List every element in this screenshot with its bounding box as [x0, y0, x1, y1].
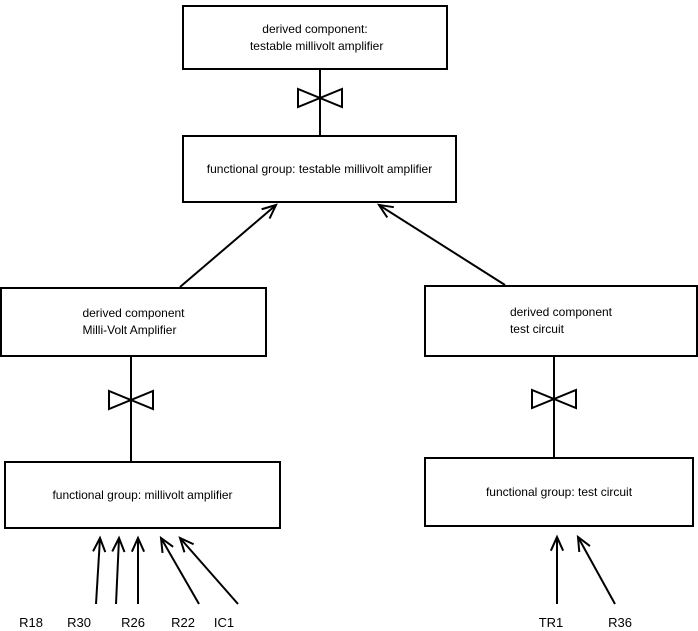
arrow-arrow-r26 [130, 535, 146, 604]
node-label-line1: functional group: testable millivolt amp… [206, 161, 433, 176]
node-label-line1: functional group: test circuit [485, 484, 633, 499]
arrow-head-open [159, 535, 174, 554]
leaf-label-tr1: TR1 [538, 615, 564, 630]
arrow-arrow-tr1 [549, 534, 565, 604]
connector-layer [108, 70, 577, 461]
connector-conn-derived-tc-to-fg-tc [531, 357, 577, 457]
bowtie-left-triangle [297, 87, 323, 109]
node-label-fg-testable-mv-amp: functional group: testable millivolt amp… [207, 161, 432, 178]
arrow-arrow-r36 [576, 534, 616, 605]
node-box-derived-test-circuit[interactable]: derived component test circuit [424, 285, 698, 357]
arrow-head-open [576, 534, 591, 553]
arrow-shaft [179, 204, 277, 288]
arrow-head-open [111, 535, 126, 553]
arrow-shaft [179, 537, 239, 605]
arrow-head-open [178, 536, 195, 553]
leaf-label-r36: R36 [608, 615, 632, 630]
node-label-derived-test-circuit: derived component test circuit [510, 304, 612, 338]
arrow-head-open [92, 535, 107, 553]
node-label-line1: derived component [509, 305, 613, 319]
bowtie-left-triangle [108, 389, 134, 411]
node-label-derived-testable-mv-amp: derived component: testable millivolt am… [246, 21, 384, 55]
arrow-layer [92, 203, 616, 605]
arrow-shaft [95, 537, 101, 605]
node-label-fg-test-circuit: functional group: test circuit [486, 484, 632, 501]
node-label-line2: Milli-Volt Amplifier [82, 323, 177, 337]
node-box-fg-mv-amp[interactable]: functional group: millivolt amplifier [4, 461, 281, 529]
arrow-shaft [577, 536, 616, 605]
node-box-fg-testable-mv-amp[interactable]: functional group: testable millivolt amp… [182, 135, 457, 203]
leaf-label-r26: R26 [121, 615, 145, 630]
arrow-shaft [378, 204, 506, 286]
arrow-shaft [160, 537, 200, 605]
leaf-label-ic1: IC1 [213, 615, 235, 630]
arrow-arrow-r30 [111, 535, 126, 605]
arrow-arrow-r18 [92, 535, 107, 605]
leaf-label-r18: R18 [19, 615, 43, 630]
bowtie-right-triangle [551, 388, 577, 410]
bowtie-right-triangle [317, 87, 343, 109]
connector-conn-derived-mv-to-fg-mv [108, 357, 154, 461]
bowtie-right-triangle [128, 389, 154, 411]
arrow-head-open [549, 534, 565, 552]
node-label-line1: derived component [82, 306, 185, 320]
arrow-shaft [115, 537, 120, 605]
arrow-head-open [376, 203, 394, 219]
leaf-label-r30: R30 [67, 615, 91, 630]
node-label-line1: functional group: millivolt amplifier [52, 487, 233, 502]
arrow-head-open [130, 535, 146, 553]
arrow-head-open [261, 203, 278, 219]
node-label-line2: test circuit [509, 322, 564, 336]
node-label-line2: testable millivolt amplifier [246, 38, 384, 53]
arrow-arrow-ic1 [178, 536, 239, 605]
connector-conn-derived-testable-to-fg [297, 70, 343, 135]
bowtie-left-triangle [531, 388, 557, 410]
node-box-fg-test-circuit[interactable]: functional group: test circuit [424, 457, 694, 527]
leaf-label-r22: R22 [171, 615, 195, 630]
node-label-fg-mv-amp: functional group: millivolt amplifier [52, 487, 232, 504]
arrow-arrow-test-circuit-to-testable [376, 203, 506, 286]
arrow-arrow-mv-amp-to-testable [179, 203, 278, 288]
arrow-arrow-r22 [159, 535, 200, 605]
node-label-line1: derived component: [262, 21, 368, 36]
node-box-derived-testable-mv-amp[interactable]: derived component: testable millivolt am… [182, 5, 448, 70]
